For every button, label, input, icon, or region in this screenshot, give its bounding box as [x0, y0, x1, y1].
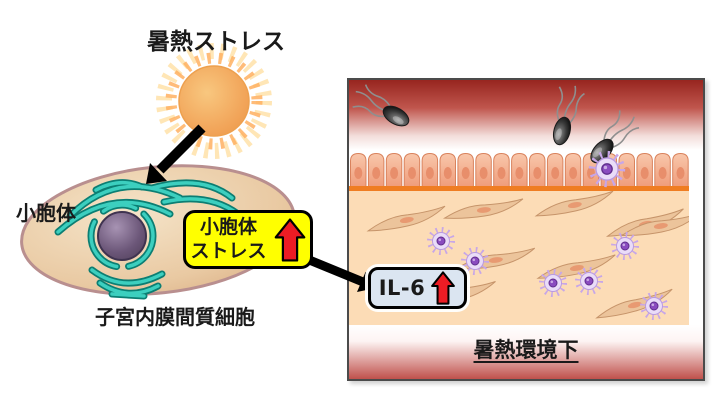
up-arrow-icon: [274, 217, 305, 262]
up-arrow-icon: [431, 271, 456, 305]
er-stress-box: 小胞体 ストレス: [183, 210, 313, 269]
er-stress-label: 小胞体 ストレス: [190, 216, 267, 262]
stromal-cell-caption: 子宮内膜間質細胞: [95, 305, 255, 329]
tissue-illustration: [347, 80, 703, 379]
panel-caption-band: [349, 325, 703, 379]
uterine-lumen-heat-gradient: [349, 80, 703, 150]
il6-label: IL-6: [378, 276, 426, 300]
nucleus: [97, 211, 147, 261]
heat-environment-panel: 暑熱環境下: [347, 78, 705, 381]
sun-icon: [156, 43, 272, 159]
basement-membrane: [349, 186, 689, 191]
epithelium-layer: [350, 153, 689, 189]
heat-environment-caption: 暑熱環境下: [473, 338, 579, 362]
il6-box: IL-6: [368, 267, 467, 309]
heat-to-cell-arrow-icon: [146, 124, 206, 184]
heat-stress-title: 暑熱ストレス: [147, 29, 285, 55]
er-label: 小胞体: [16, 201, 76, 225]
